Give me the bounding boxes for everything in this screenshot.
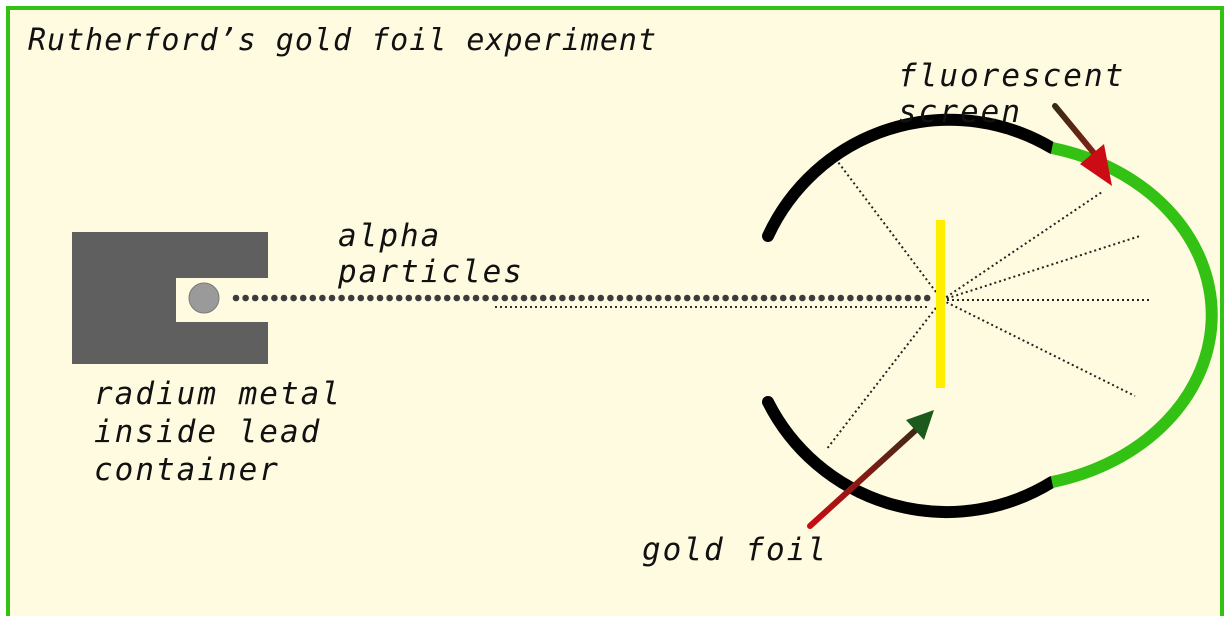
alpha-particle <box>827 294 835 302</box>
alpha-particle <box>674 294 681 302</box>
source-label-line2: inside lead <box>94 414 321 450</box>
alpha-particle <box>453 294 461 302</box>
alpha-particle <box>655 294 662 302</box>
diagram-title: Rutherford’s gold foil experiment <box>28 23 657 58</box>
alpha-particle <box>616 294 624 302</box>
alpha-particle <box>443 294 451 302</box>
alpha-particle <box>626 294 633 302</box>
alpha-particle <box>703 294 710 302</box>
alpha-particle <box>799 294 806 302</box>
alpha-particle <box>242 294 249 302</box>
alpha-label-line2: particles <box>337 254 524 290</box>
alpha-particle <box>347 294 355 302</box>
alpha-particle <box>472 294 480 302</box>
alpha-particle <box>271 294 278 302</box>
alpha-particle <box>779 294 787 302</box>
alpha-particle <box>885 294 893 302</box>
alpha-particle <box>251 294 259 302</box>
alpha-particle <box>904 294 912 302</box>
source-label-line1: radium metal <box>94 376 342 412</box>
alpha-particle <box>789 294 797 302</box>
alpha-particle <box>741 294 749 302</box>
alpha-particle <box>386 294 393 302</box>
alpha-particle <box>434 294 441 302</box>
lead-container <box>72 232 268 364</box>
screen-black-lower <box>762 396 1058 518</box>
alpha-particle <box>578 294 585 302</box>
alpha-particle <box>760 294 768 302</box>
alpha-particle <box>731 294 739 302</box>
alpha-particle <box>290 294 297 302</box>
alpha-particle <box>895 294 902 302</box>
screen-arrow-icon <box>1052 103 1112 186</box>
alpha-particle <box>856 294 864 302</box>
radium-sample <box>188 282 220 314</box>
alpha-particle <box>818 294 825 302</box>
alpha-particle <box>914 294 921 302</box>
alpha-particle-beam <box>232 294 931 302</box>
alpha-particle <box>232 294 240 302</box>
screen-green-section <box>1050 142 1218 488</box>
alpha-particle <box>357 294 365 302</box>
alpha-particle <box>664 294 672 302</box>
alpha-particle <box>424 294 432 302</box>
alpha-particle <box>549 294 557 302</box>
alpha-particle <box>491 294 499 302</box>
alpha-particle <box>559 294 566 302</box>
alpha-particle <box>261 294 269 302</box>
alpha-particle <box>597 294 605 302</box>
alpha-particle <box>635 294 643 302</box>
screen-label-line1: fluorescent <box>898 58 1125 94</box>
alpha-particle <box>280 294 288 302</box>
alpha-particle <box>847 294 854 302</box>
alpha-particle <box>923 294 931 302</box>
alpha-particle <box>568 294 576 302</box>
alpha-label-line1: alpha <box>338 218 441 254</box>
alpha-particle <box>415 294 422 302</box>
screen-black-upper <box>762 113 1058 242</box>
alpha-particle <box>501 294 509 302</box>
alpha-particle <box>712 294 720 302</box>
foil-label: gold foil <box>642 532 828 568</box>
alpha-particle <box>607 294 614 302</box>
gold-foil <box>936 220 945 388</box>
alpha-particle <box>539 294 547 302</box>
alpha-particle <box>770 294 777 302</box>
alpha-particle <box>530 294 537 302</box>
alpha-particle <box>722 294 729 302</box>
scatter-lines <box>825 161 1152 451</box>
alpha-particle <box>520 294 528 302</box>
alpha-particle <box>319 294 326 302</box>
alpha-particle <box>683 294 691 302</box>
alpha-particle <box>645 294 653 302</box>
alpha-particle <box>751 294 758 302</box>
alpha-particle <box>309 294 317 302</box>
alpha-particle <box>328 294 336 302</box>
alpha-particle <box>511 294 518 302</box>
alpha-particle <box>367 294 374 302</box>
alpha-particle <box>866 294 873 302</box>
screen-label-line2: screen <box>898 94 1022 130</box>
alpha-particle <box>395 294 403 302</box>
alpha-particle <box>693 294 701 302</box>
alpha-particle <box>482 294 489 302</box>
alpha-particle <box>463 294 470 302</box>
foil-arrow-icon <box>807 410 934 529</box>
alpha-particle <box>299 294 307 302</box>
alpha-particle <box>587 294 595 302</box>
alpha-particle <box>808 294 816 302</box>
alpha-particle <box>875 294 883 302</box>
alpha-particle <box>376 294 384 302</box>
alpha-particle <box>837 294 845 302</box>
source-label-line3: container <box>94 452 280 488</box>
alpha-particle <box>338 294 345 302</box>
alpha-particle <box>405 294 413 302</box>
